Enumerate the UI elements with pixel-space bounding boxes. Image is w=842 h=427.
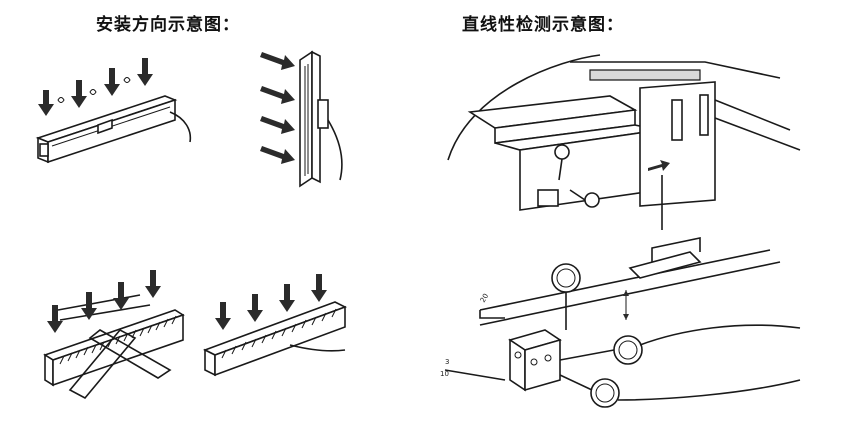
straightness-check-figure: 20 3 10 [440, 237, 801, 408]
installation-direction-title: 安装方向示意图： [96, 15, 240, 35]
install-figure-horizontal-top [35, 58, 192, 164]
gauge-mark-c: 10 [440, 370, 449, 378]
install-figure-horizontal-2 [202, 274, 348, 377]
straightness-check-title: 直线性检测示意图： [462, 15, 624, 35]
gauge-mark-a: 20 [479, 292, 490, 304]
machine-bed-figure [447, 54, 801, 230]
install-figure-inverted [43, 270, 185, 400]
gauge-mark-b: 3 [445, 358, 449, 366]
install-figure-vertical-side [260, 50, 343, 188]
